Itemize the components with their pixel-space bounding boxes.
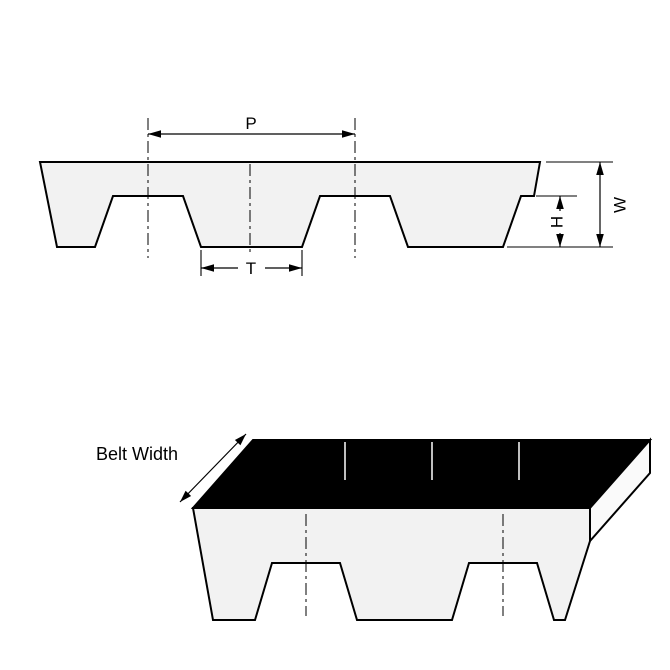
belt-width-arrowhead-upper — [234, 434, 246, 446]
belt-width-arrowhead-lower — [180, 490, 192, 502]
pitch-label: P — [245, 114, 256, 133]
tooth-height-label: H — [548, 216, 567, 228]
tooth-width-label: T — [246, 259, 256, 278]
tooth-height-arrowhead-bottom — [556, 234, 564, 247]
belt-profile-outline — [38, 161, 542, 248]
belt-width-label: Belt Width — [96, 444, 178, 464]
tooth-height-arrowhead-top — [556, 196, 564, 209]
belt-cross-section-view: P T H W — [38, 114, 630, 278]
belt-thickness-arrowhead-top — [596, 162, 604, 175]
tooth-width-arrowhead-left — [201, 264, 214, 272]
belt-thickness-label: W — [611, 197, 630, 213]
belt-front-face — [191, 507, 591, 621]
pitch-arrowhead-left — [148, 130, 161, 138]
belt-thickness-arrowhead-bottom — [596, 234, 604, 247]
belt-width-dimension-line — [179, 433, 247, 503]
pitch-arrowhead-right — [342, 130, 355, 138]
belt-top-face — [190, 439, 653, 509]
belt-isometric-view: Belt Width — [96, 433, 653, 621]
tooth-width-arrowhead-right — [289, 264, 302, 272]
